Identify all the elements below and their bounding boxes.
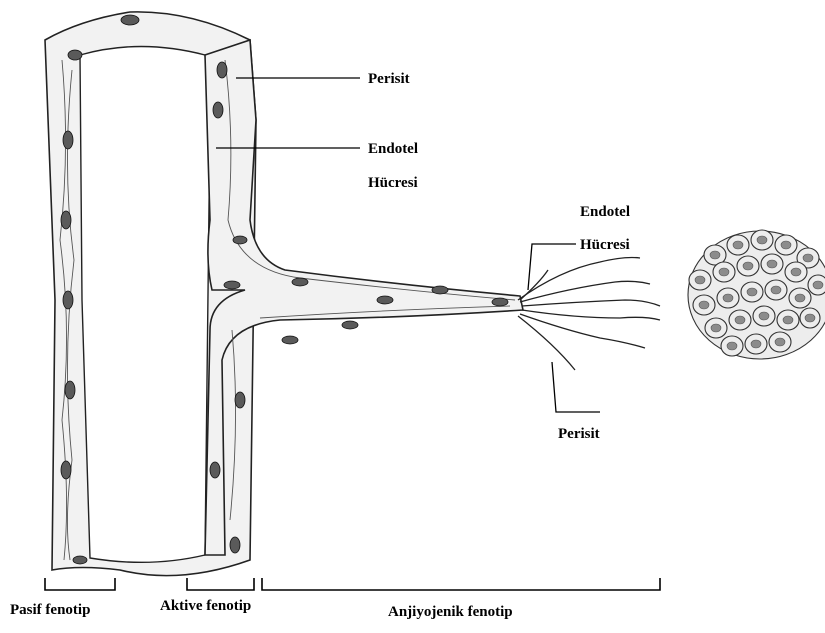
- bracket-active: [187, 578, 254, 590]
- label-perisit-top: Perisit: [368, 71, 410, 87]
- pointer-endotel-right: [528, 244, 576, 290]
- phase-label-angiogenic: Anjiyojenik fenotip: [388, 604, 513, 620]
- phase-label-passive: Pasif fenotip: [10, 602, 90, 618]
- bracket-passive: [45, 578, 115, 590]
- label-endotel-right-line2: Hücresi: [580, 237, 630, 253]
- tumor-cell-cluster: [688, 230, 825, 359]
- label-endotel-left-line2: Hücresi: [368, 175, 418, 191]
- phenotype-brackets: [45, 578, 660, 590]
- bracket-angiogenic: [262, 578, 660, 590]
- branch-vessel: [205, 40, 523, 555]
- pointer-perisit-bottom: [552, 362, 600, 412]
- label-perisit-bottom: Perisit: [558, 426, 600, 442]
- sprout-tip: [518, 258, 660, 371]
- label-endotel-left-line1: Endotel: [368, 141, 418, 157]
- phase-label-active: Aktive fenotip: [160, 598, 251, 614]
- label-endotel-right-line1: Endotel: [580, 204, 630, 220]
- pointer-lines: [216, 78, 600, 412]
